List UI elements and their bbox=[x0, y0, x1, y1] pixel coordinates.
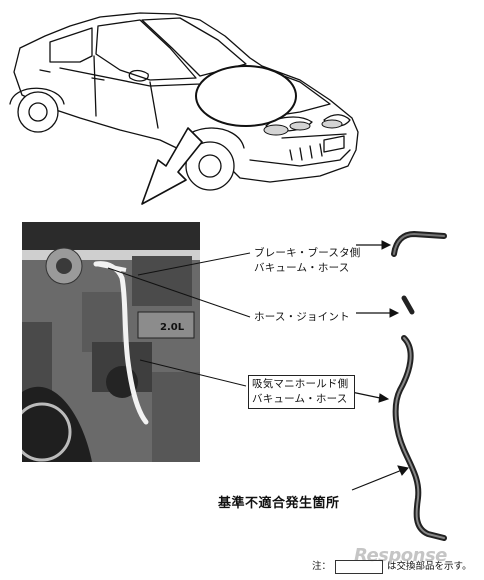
engine-bay-highlight bbox=[195, 65, 297, 127]
intake-manifold-hose-label-line1: 吸気マニホールド側 bbox=[252, 378, 349, 390]
footnote: 注： は交換部品を示す。 bbox=[312, 558, 472, 574]
brake-booster-hose-label: ブレーキ・ブースタ側 バキューム・ホース bbox=[254, 246, 360, 276]
car-front-wheel bbox=[185, 141, 235, 191]
engine-plate-text: 2.0L bbox=[160, 322, 185, 333]
car-plate bbox=[323, 135, 345, 153]
intake-manifold-hose-part bbox=[392, 335, 447, 541]
brake-booster-hose-part bbox=[391, 230, 447, 257]
hose-joint-label: ホース・ジョイント bbox=[254, 311, 350, 323]
footnote-text: は交換部品を示す。 bbox=[387, 561, 472, 572]
footnote-legend-box bbox=[335, 559, 384, 574]
car-body-outline bbox=[13, 12, 359, 183]
car-rear-wheel bbox=[17, 91, 59, 133]
callout-lines bbox=[107, 230, 447, 541]
car-front-window bbox=[95, 19, 197, 81]
intake-manifold-hose-label-line2: バキューム・ホース bbox=[252, 393, 348, 405]
direction-arrow bbox=[141, 127, 203, 205]
defect-location-label: 基準不適合発生箇所 bbox=[218, 496, 340, 511]
car-illustration bbox=[9, 12, 359, 205]
footnote-prefix: 注： bbox=[312, 561, 332, 572]
car-rear-window bbox=[49, 27, 93, 63]
brake-booster-hose-label-line2: バキューム・ホース bbox=[254, 262, 350, 274]
hose-joint-part bbox=[401, 295, 415, 315]
watermark-logo: Response bbox=[354, 545, 447, 566]
intake-manifold-hose-label: 吸気マニホールド側 バキューム・ホース bbox=[248, 375, 356, 409]
engine-bay-photo: 2.0L bbox=[22, 222, 200, 462]
car-mirror bbox=[128, 69, 149, 82]
car-windshield bbox=[141, 17, 247, 77]
brake-booster-hose-label-line1: ブレーキ・ブースタ側 bbox=[254, 247, 361, 259]
